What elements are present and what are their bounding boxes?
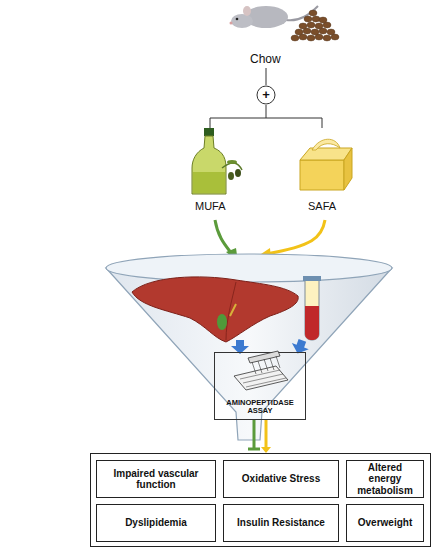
node-text: Altered energy metabolism [350,462,420,497]
outcome-box: Altered energy metabolism [346,460,424,498]
node-text: + [262,88,270,103]
butter-block [300,139,352,190]
outcome-box: Overweight [346,504,424,542]
node-text: AMINOPEPTIDASE ASSAY [217,399,303,416]
microplate-icon [234,351,288,390]
outcome-box: Impaired vascular function [96,460,216,498]
node-text: Dyslipidemia [125,517,187,529]
plus-circle: + [256,85,276,105]
node-text: Oxidative Stress [242,473,320,485]
node-text: Overweight [358,517,412,529]
effect-connector [248,420,260,449]
sample-arrows [231,337,311,356]
liver-illustration [132,277,298,342]
outcome-box: Insulin Resistance [223,504,339,542]
diet-label: SAFA [308,200,336,212]
outcome-panel: Impaired vascular function Oxidative Stre… [90,453,431,547]
chow-seeds [291,10,339,41]
diet-label: Chow [250,52,281,66]
assay-box: AMINOPEPTIDASE ASSAY [214,352,306,420]
outcome-box: Oxidative Stress [223,460,339,498]
rat-illustration [230,6,319,28]
diet-label: MUFA [195,200,226,212]
diet-split-lines [210,68,322,128]
olive-oil-bottle [192,128,242,194]
funnel [106,254,392,440]
test-tube [303,276,321,340]
outcome-box: Dyslipidemia [96,504,216,542]
node-text: Insulin Resistance [237,517,325,529]
node-text: Impaired vascular function [100,468,212,491]
effect-connector [261,420,271,453]
